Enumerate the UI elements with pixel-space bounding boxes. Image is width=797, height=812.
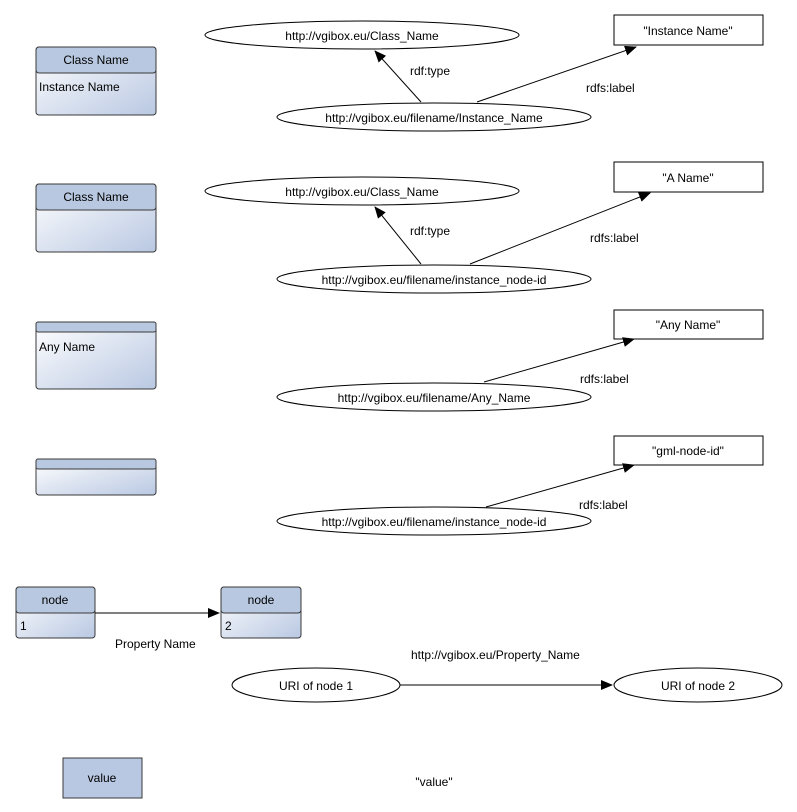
row3-box-body: Any Name: [39, 340, 95, 354]
row3-label-edge: [483, 337, 635, 383]
row4-empty-box: [35, 458, 157, 496]
row1-instance-uri-node: http://vgibox.eu/filename/Instance_Name: [276, 102, 592, 132]
row1-class-uri-node: http://vgibox.eu/Class_Name: [204, 20, 520, 50]
row5-node2-box: node 2: [220, 586, 302, 639]
row5-uri-node2: URI of node 2: [613, 667, 783, 703]
row2-label-literal-node: "A Name": [613, 161, 764, 193]
row5-node1-box: node 1: [15, 586, 96, 639]
row5-uri-node1-text: URI of node 1: [279, 679, 353, 693]
row2-class-uri-node: http://vgibox.eu/Class_Name: [204, 176, 520, 206]
row1-type-edge-label: rdf:type: [410, 64, 450, 78]
row6-value-box-text: value: [88, 771, 117, 785]
row1-label-edge: [476, 45, 637, 103]
row1-type-edge: [374, 50, 422, 103]
row6-value-box: value: [62, 757, 143, 799]
row6-value-literal: "value": [415, 775, 452, 789]
row1-box-header: Class Name: [63, 53, 129, 67]
row4-label-edge: [485, 463, 635, 508]
row2-type-edge: [374, 206, 422, 265]
row5-node1-header: node: [42, 593, 69, 607]
row5-uri-node2-text: URI of node 2: [661, 679, 735, 693]
row4-instance-uri-node: http://vgibox.eu/filename/instance_node-…: [276, 506, 592, 536]
row1-label-edge-label: rdfs:label: [586, 81, 635, 95]
row4-label-edge-label: rdfs:label: [579, 498, 628, 512]
row5-node2-header: node: [248, 593, 275, 607]
row4-label-literal-node: "gml-node-id": [613, 435, 764, 466]
row2-label-literal: "A Name": [662, 171, 713, 185]
row2-label-edge-label: rdfs:label: [590, 231, 639, 245]
row4-instance-uri: http://vgibox.eu/filename/instance_node-…: [322, 515, 547, 529]
row1-label-literal-node: "Instance Name": [613, 14, 764, 46]
row3-instance-uri: http://vgibox.eu/filename/Any_Name: [338, 391, 531, 405]
row5-uri-node1: URI of node 1: [231, 667, 401, 703]
row3-label-literal-node: "Any Name": [613, 309, 764, 340]
row5-edge-label: Property Name: [115, 637, 196, 651]
row3-unnamed-class-box: Any Name: [35, 321, 157, 390]
row1-box-body: Instance Name: [39, 80, 120, 94]
row5-node2-body: 2: [225, 619, 232, 633]
row1-label-literal: "Instance Name": [643, 24, 732, 38]
row2-box-header: Class Name: [63, 190, 129, 204]
row2-class-uri: http://vgibox.eu/Class_Name: [285, 185, 439, 199]
row1-instance-uri: http://vgibox.eu/filename/Instance_Name: [325, 111, 543, 125]
row3-label-edge-label: rdfs:label: [580, 372, 629, 386]
row2-label-edge: [469, 192, 651, 265]
row3-instance-uri-node: http://vgibox.eu/filename/Any_Name: [276, 382, 592, 412]
row2-type-edge-label: rdf:type: [410, 224, 450, 238]
row5-node1-body: 1: [20, 619, 27, 633]
row1-class-instance-box: Class Name Instance Name: [35, 46, 157, 116]
row1-class-uri: http://vgibox.eu/Class_Name: [285, 29, 439, 43]
row2-instance-uri: http://vgibox.eu/filename/instance_node-…: [322, 273, 547, 287]
row4-label-literal: "gml-node-id": [652, 444, 724, 458]
row2-instance-uri-node: http://vgibox.eu/filename/instance_node-…: [276, 264, 592, 294]
row2-class-box: Class Name: [35, 183, 157, 253]
row3-label-literal: "Any Name": [656, 318, 721, 332]
row5-property-uri: http://vgibox.eu/Property_Name: [411, 648, 580, 662]
